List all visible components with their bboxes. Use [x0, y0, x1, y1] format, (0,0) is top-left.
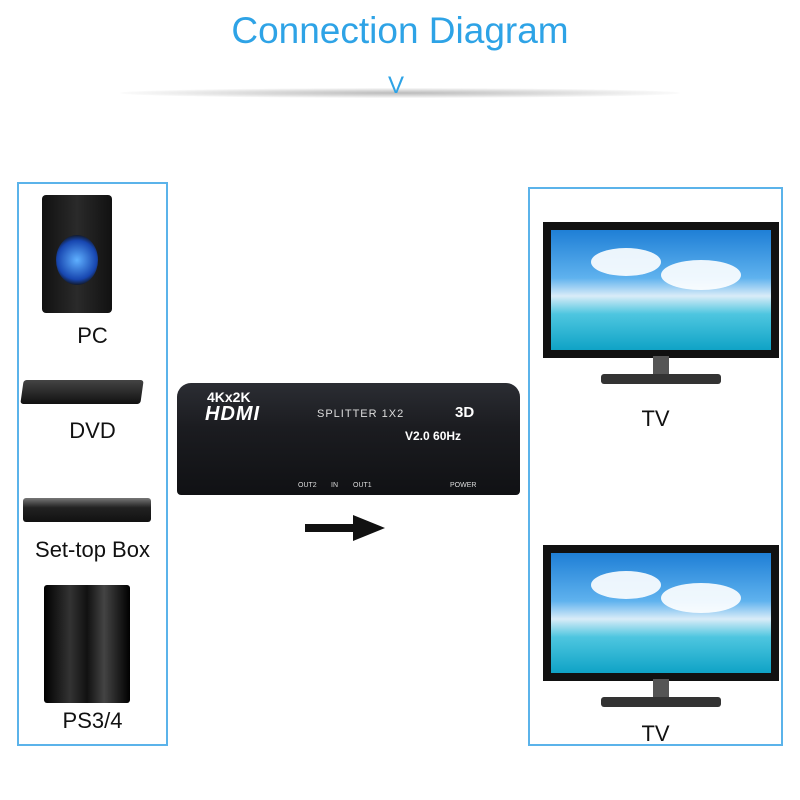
dvd-player-icon: [20, 380, 144, 404]
splitter-resolution-label: 4Kx2K: [207, 389, 251, 405]
port-label-power: POWER: [450, 482, 477, 489]
port-label-in: IN: [331, 482, 338, 489]
sources-panel: [17, 182, 168, 746]
3d-badge: 3D: [455, 404, 475, 421]
chevron-down-icon: V: [388, 72, 405, 99]
game-console-icon: [44, 585, 130, 703]
display-label-tv-1: TV: [641, 406, 670, 431]
tv-icon: [543, 222, 779, 384]
arrow-right-icon: [305, 515, 385, 541]
hdmi-logo: HDMI: [205, 403, 261, 425]
divider: [120, 88, 680, 98]
set-top-box-icon: [23, 498, 151, 522]
page-title: Connection Diagram: [231, 10, 569, 51]
tv-icon: [543, 545, 779, 707]
pc-tower-icon: [42, 195, 112, 313]
splitter-model-label: SPLITTER 1X2: [317, 408, 405, 420]
display-label-tv-2: TV: [641, 721, 670, 746]
source-label-dvd: DVD: [69, 418, 116, 443]
splitter-version-label: V2.0 60Hz: [405, 429, 462, 443]
source-label-pc: PC: [77, 323, 108, 348]
source-label-ps3-4: PS3/4: [62, 708, 123, 733]
port-label-out1: OUT1: [353, 482, 372, 489]
hdmi-splitter-device: 4Kx2K HDMI SPLITTER 1X2 3D V2.0 60Hz OUT…: [177, 383, 520, 495]
port-label-out2: OUT2: [298, 482, 317, 489]
source-label-set-top-box: Set-top Box: [35, 537, 150, 562]
displays-panel: [528, 187, 783, 746]
